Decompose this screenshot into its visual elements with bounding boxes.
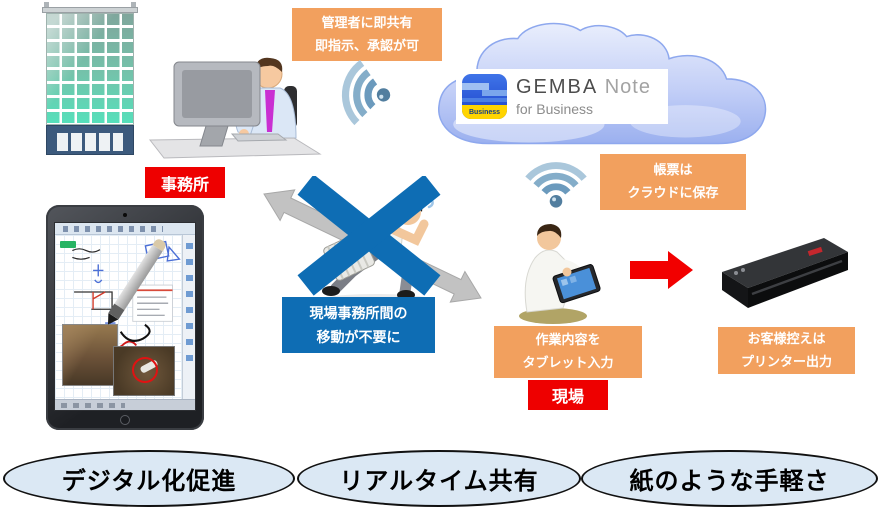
site-photo-2 — [113, 346, 175, 396]
mobile-printer-illustration — [722, 238, 848, 308]
printer-output-callout: お客様控えは プリンター出力 — [718, 327, 855, 374]
gemba-subtitle: for Business — [516, 100, 594, 117]
field-worker-illustration — [519, 224, 601, 324]
gemba-icon-stripe — [462, 98, 507, 102]
admin-share-line1: 管理者に即共有 — [321, 14, 413, 30]
side-panel-thumbnails — [186, 243, 193, 363]
tablet-input-callout: 作業内容を タブレット入力 — [494, 326, 642, 378]
no-travel-line2: 移動が不要に — [316, 329, 401, 345]
print-arrow-icon — [630, 251, 693, 289]
keyboard — [230, 133, 288, 142]
handwritten-sketch — [72, 240, 181, 349]
tablet-input-line1: 作業内容を — [535, 332, 601, 348]
note-side-panel — [182, 235, 195, 399]
office-label-text: 事務所 — [160, 176, 209, 194]
office-worker-hair — [254, 57, 283, 72]
field-worker-hand — [562, 267, 572, 277]
wifi-icon-office — [341, 60, 391, 126]
office-worker-tie — [265, 90, 275, 132]
gemba-note-tablet-screenshot — [46, 205, 204, 430]
building-entrance — [57, 133, 123, 151]
tablet-screen — [54, 222, 196, 411]
field-worker-legs — [519, 308, 587, 324]
office-desk — [148, 137, 322, 159]
benefit-realtime-sharing-text: リアルタイム共有 — [339, 468, 539, 495]
tablet-camera — [123, 213, 127, 217]
office-location-label: 事務所 — [145, 167, 225, 198]
printer-paper-slot — [751, 259, 843, 296]
admin-share-callout: 管理者に即共有 即指示、承認が可 — [292, 8, 442, 61]
gemba-icon-stripe — [482, 90, 507, 96]
printer-left — [722, 272, 748, 308]
printer-logo — [807, 246, 823, 257]
benefit-realtime-sharing: リアルタイム共有 — [297, 450, 581, 507]
toolbar-icons — [63, 226, 163, 232]
printer-output-line2: プリンター出力 — [740, 353, 832, 369]
tablet-home-button — [120, 415, 130, 425]
field-worker-hair — [537, 224, 562, 238]
gemba-brand-bold: GEMBA — [516, 75, 598, 98]
printer-output-line1: お客様控えは — [747, 330, 826, 346]
building-base — [46, 125, 134, 155]
cloud-save-line2: クラウドに保存 — [627, 185, 719, 200]
monitor-stand — [199, 125, 229, 147]
photo-annotation-circle — [132, 357, 158, 383]
building-roof — [42, 7, 138, 13]
office-worker-illustration — [148, 57, 322, 159]
no-travel-illustration — [263, 176, 482, 306]
benefit-digitalization-text: デジタル化促進 — [61, 468, 237, 495]
bottom-toolbar-icons — [61, 403, 125, 408]
gemba-icon-stripe — [462, 83, 489, 90]
field-label-text: 現場 — [551, 389, 584, 406]
office-building-illustration — [40, 2, 140, 155]
gemba-note-logo-panel: Business GEMBA Note for Business — [456, 69, 668, 124]
wifi-icon-cloud — [525, 162, 587, 208]
cloud-save-callout: 帳票は クラウドに保存 — [600, 154, 746, 210]
note-tag-icon — [60, 241, 76, 248]
gemba-app-icon: Business — [462, 74, 507, 119]
field-location-label: 現場 — [528, 380, 608, 410]
admin-share-line2: 即指示、承認が可 — [314, 37, 419, 53]
site-photo-1 — [62, 324, 118, 386]
building-antenna-right — [131, 2, 136, 9]
benefit-digitalization: デジタル化促進 — [3, 450, 295, 507]
no-travel-callout: 現場事務所間の 移動が不要に — [282, 297, 435, 353]
note-bottom-toolbar — [55, 399, 195, 410]
benefit-paper-like-ease: 紙のような手軽さ — [581, 450, 878, 507]
note-toolbar — [55, 223, 195, 235]
printer-front — [748, 252, 848, 308]
cross-out-x — [297, 176, 441, 296]
cloud-save-line1: 帳票は — [653, 162, 693, 178]
building-windows — [46, 13, 134, 125]
gemba-brand-light: Note — [604, 75, 651, 98]
building-antenna-left — [44, 2, 49, 9]
benefit-paper-like-ease-text: 紙のような手軽さ — [629, 468, 830, 495]
gemba-wordmark: GEMBA Note for Business — [516, 76, 651, 117]
no-travel-line1: 現場事務所間の — [309, 304, 408, 321]
gemba-icon-badge: Business — [462, 105, 507, 119]
monitor-back-panel — [182, 70, 252, 118]
tablet-input-line2: タブレット入力 — [522, 355, 614, 370]
